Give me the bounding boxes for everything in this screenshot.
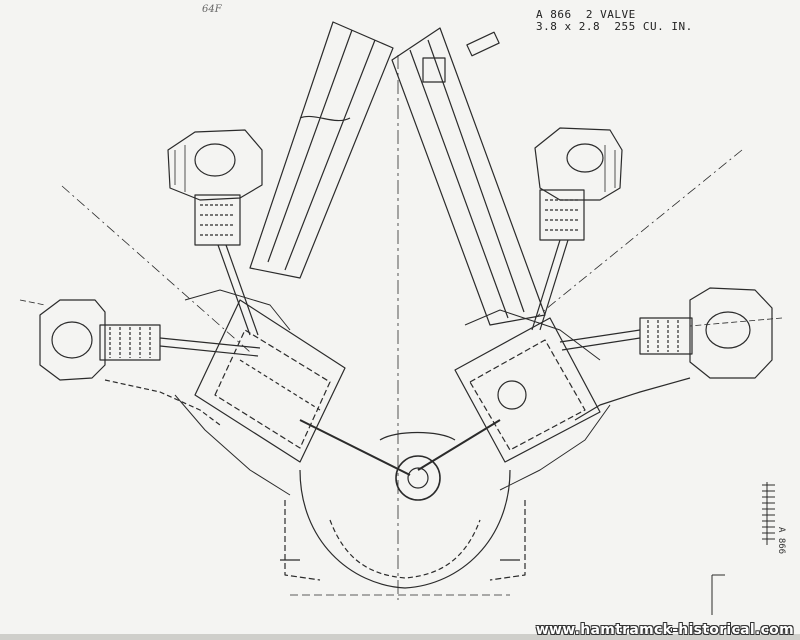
- right-bank-column: [391, 27, 546, 326]
- drawing-title-specs: 3.8 x 2.8 255 CU. IN.: [536, 20, 693, 33]
- left-upper-valve-assembly: [167, 129, 263, 336]
- construction-line-right: [534, 149, 743, 319]
- handwritten-corner-note: 64F: [202, 4, 222, 15]
- scan-edge: [0, 634, 800, 640]
- margin-reference-code: A 866: [776, 527, 786, 555]
- left-connecting-rod: [299, 419, 411, 476]
- right-upper-valve-assembly: [531, 127, 623, 331]
- crankcase: [280, 431, 526, 596]
- construction-line-left-low: [19, 299, 46, 306]
- drawing-title-model: A 866 2 VALVE: [536, 8, 636, 21]
- construction-line-right-low: [689, 317, 783, 327]
- left-lower-valve-assembly: [39, 299, 261, 426]
- right-connecting-rod: [417, 419, 501, 471]
- right-cylinder: [454, 309, 611, 491]
- left-cylinder: [174, 289, 346, 496]
- construction-line-left: [61, 185, 251, 353]
- watermark-text: www.hamtramck-historical.com: [535, 622, 794, 638]
- edge-scale-marks: [711, 482, 775, 615]
- crankshaft-journal: [395, 455, 441, 501]
- left-bank-column: [249, 21, 394, 279]
